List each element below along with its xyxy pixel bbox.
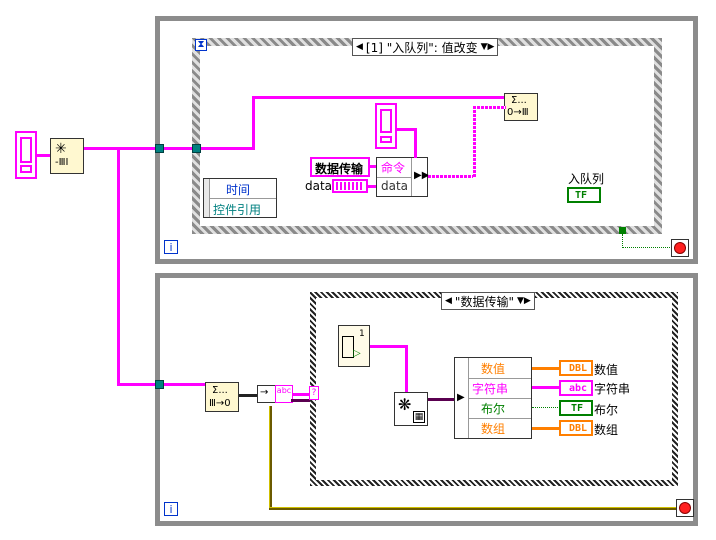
case-label: "数据传输" (454, 294, 514, 309)
tunnel-event (192, 144, 201, 153)
type-constant-node: 1 ▷ (338, 325, 370, 367)
wire-cluster-out-top (473, 106, 506, 109)
wire-name-out (370, 165, 378, 168)
wire-event-up (252, 96, 255, 150)
wire-type-h (370, 345, 408, 348)
variant-const (332, 179, 368, 193)
wire-out-2 (532, 407, 560, 408)
wire-queue-ref-bottom (117, 383, 159, 386)
type-const-control[interactable] (375, 103, 397, 149)
wire-queue-in (37, 154, 52, 157)
case-menu-icon[interactable]: ▼▶ (480, 42, 495, 52)
dequeue-element-node[interactable]: Σ... Ⅲ→0 (205, 382, 239, 412)
bundle-field-label: 命令 (381, 161, 406, 175)
unbundle-item-0: 数值 (481, 362, 506, 376)
event-data-node: 时间 控件引用 (203, 178, 277, 218)
string-const-box: 数据传输 (310, 157, 370, 177)
cluster-data-label: data (305, 179, 333, 193)
case-selector[interactable]: ◀ "数据传输" ▼▶ (441, 292, 535, 310)
wire-dequeue-out (239, 394, 259, 397)
unbundle-item-3: 数组 (481, 422, 506, 436)
top-iteration-terminal: i (164, 240, 178, 254)
unbundle-item-2: 布尔 (481, 402, 506, 416)
case-next-icon[interactable]: ▼▶ (516, 296, 531, 306)
unbundle-output-box: abc (275, 385, 293, 403)
wire-cluster-out-v (473, 106, 476, 178)
wire-dequeue-in (164, 383, 206, 386)
indicator-3[interactable]: DBL (559, 420, 593, 436)
wire-out-1 (532, 386, 560, 389)
top-loop-stop-terminal[interactable] (671, 239, 689, 257)
indicator-1[interactable]: abc (559, 380, 593, 396)
wire-stop-top-h (622, 247, 672, 248)
wire-data-out (428, 398, 456, 401)
event-ctrl-ref-label: 控件引用 (213, 203, 262, 217)
event-case-label: [1] "入队列": 值改变 (365, 40, 478, 55)
wire-cluster-out-h (428, 175, 476, 178)
bundle-by-name-node[interactable]: 命令 data ▶▶ (376, 157, 429, 197)
variant-to-data-node[interactable]: ❋ ▦ (394, 392, 428, 426)
indicator-3-label: 数组 (594, 423, 619, 437)
wire-stop-top (622, 234, 623, 248)
const-number-label: 1 (359, 329, 365, 339)
case-selector-terminal: ? (309, 386, 319, 400)
boolean-control[interactable]: TF (567, 187, 601, 203)
unbundle-by-name-node[interactable]: ▶ 数值 字符串 布尔 数组 (454, 357, 532, 439)
event-case-selector[interactable]: ◀ [1] "入队列": 值改变 ▼▶ (352, 38, 499, 56)
boolean-terminal-text: TF (575, 190, 588, 201)
indicator-1-label: 字符串 (594, 382, 631, 396)
case-prev-icon[interactable]: ◀ (445, 296, 452, 306)
wire-error-h (269, 507, 676, 510)
bottom-iteration-terminal: i (164, 502, 178, 516)
indicator-1-terminal: abc (569, 383, 588, 394)
boolean-label: 入队列 (568, 172, 605, 186)
tunnel-top (155, 144, 164, 153)
wire-type-const (397, 128, 417, 131)
indicator-3-terminal: DBL (569, 423, 588, 434)
event-structure-icon: ⧗ (195, 39, 207, 51)
bottom-loop-stop-terminal[interactable] (676, 499, 694, 517)
bundle-data-label: data (381, 179, 409, 193)
wire-type-v (405, 345, 408, 395)
wire-out-3 (532, 427, 560, 430)
obtain-queue-node[interactable]: ✳ -ⅢⅠ (50, 138, 84, 174)
event-time-label: 时间 (226, 183, 251, 197)
tunnel-stop-top (619, 227, 626, 234)
indicator-0[interactable]: DBL (559, 360, 593, 376)
cluster-name-value: 数据传输 (315, 162, 364, 176)
indicator-2[interactable]: TF (559, 400, 593, 416)
wire-cmd-string (293, 393, 313, 396)
wire-error-v (269, 406, 272, 510)
wire-variant-out (368, 185, 378, 188)
indicator-0-label: 数值 (594, 363, 619, 377)
wire-out-0 (532, 367, 560, 370)
unbundle-item-1: 字符串 (472, 382, 509, 396)
wire-type-const-down (414, 128, 417, 158)
indicator-2-label: 布尔 (594, 403, 619, 417)
wire-event-in (164, 147, 254, 150)
indicator-2-terminal: TF (571, 403, 584, 414)
prev-case-icon[interactable]: ◀ (356, 42, 363, 52)
wire-queue-ref-main (84, 147, 159, 150)
queue-reference-control[interactable] (15, 131, 37, 179)
wire-event-top (252, 96, 508, 99)
enqueue-element-node[interactable]: Σ... 0→Ⅲ (504, 93, 538, 121)
tunnel-bottom (155, 380, 164, 389)
indicator-0-terminal: DBL (569, 363, 588, 374)
wire-queue-ref-down (117, 147, 120, 385)
